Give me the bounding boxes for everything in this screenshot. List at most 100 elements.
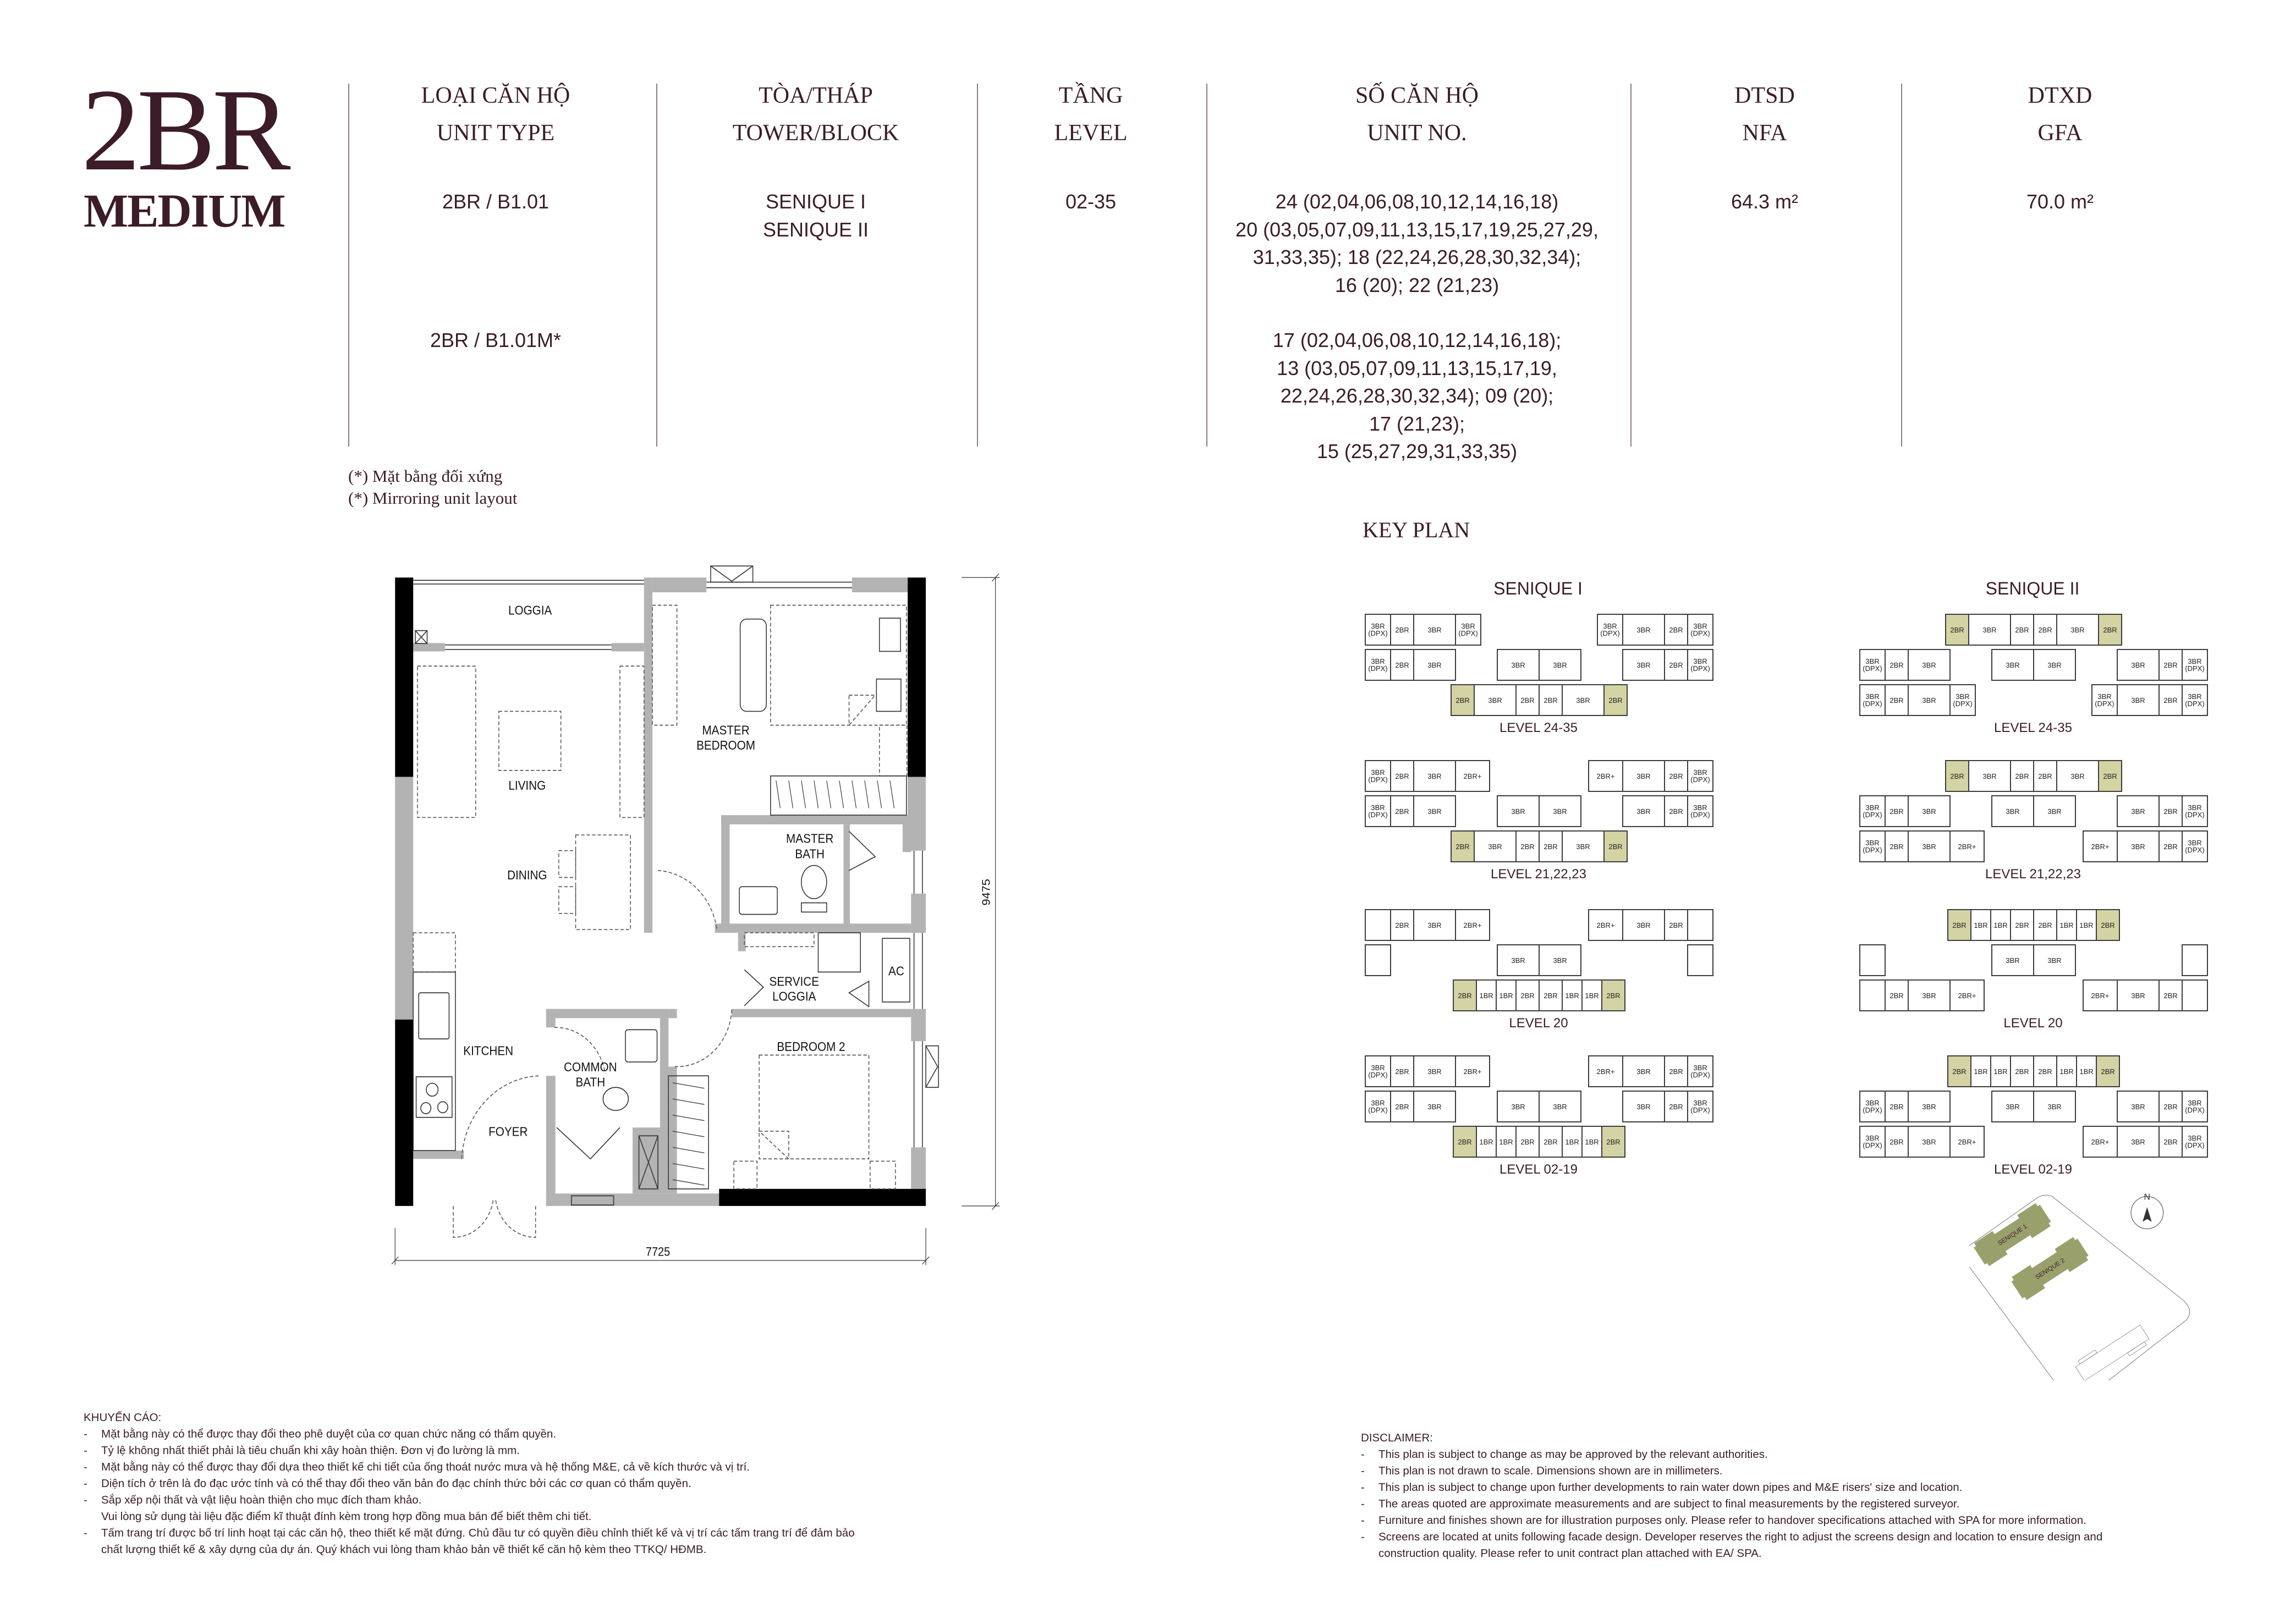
key-plan-unit: 3BR xyxy=(1622,1055,1665,1087)
key-plan-unit: 3BR xyxy=(1497,1091,1540,1122)
unit-type-value: 2BR / B1.01M* xyxy=(430,329,562,351)
key-plan-unit: 3BR (DPX) xyxy=(1687,1091,1713,1122)
header-en: LEVEL xyxy=(1054,120,1128,146)
unit-no-line: 24 (02,04,06,08,10,12,14,16,18) xyxy=(1275,190,1559,213)
disclaimer-text: chất lượng thiết kế & xây dựng của dự án… xyxy=(101,1543,707,1556)
key-plan-unit: 2BR xyxy=(2158,979,2183,1011)
key-plan-unit: 2BR xyxy=(2010,909,2034,941)
room-label-ac: AC xyxy=(888,964,904,978)
key-plan-unit: 3BR xyxy=(2033,795,2076,827)
key-plan-unit: 2BR xyxy=(1885,830,1909,862)
level-value: 02-35 xyxy=(1065,190,1117,213)
key-plan-unit: 2BR xyxy=(1390,909,1414,941)
key-plan-unit: 3BR xyxy=(2117,795,2160,827)
key-plan-unit: 3BR xyxy=(1497,944,1540,976)
room-label-kitchen: KITCHEN xyxy=(463,1044,513,1058)
room-label-master-bedroom: MASTER xyxy=(702,723,749,737)
key-plan-unit xyxy=(1687,909,1713,941)
site-map: SENIQUE 1 SENIQUE 2 N xyxy=(1969,1193,2190,1380)
unit-no-b101: 24 (02,04,06,08,10,12,14,16,18) 20 (03,0… xyxy=(1208,188,1626,299)
key-plan-unit: 2BR xyxy=(1539,979,1563,1011)
key-plan-unit: 1BR xyxy=(1496,979,1517,1011)
grey-walls xyxy=(395,577,926,1206)
key-plan-unit xyxy=(1859,944,1886,976)
key-plan-level-label: LEVEL 02-19 xyxy=(1994,1162,2072,1177)
key-plan-unit: 3BR xyxy=(1474,830,1517,862)
key-plan-unit: 2BR xyxy=(1664,1055,1688,1087)
key-plan-unit: 3BR xyxy=(2033,1091,2076,1122)
room-label-loggia: LOGGIA xyxy=(508,603,552,617)
key-plan-unit xyxy=(1859,979,1886,1011)
disclaimer-vietnamese: KHUYẾN CÁO: -Mặt bằng này có thể được th… xyxy=(84,1410,855,1558)
disclaimer-text: This plan is subject to change upon furt… xyxy=(1378,1481,1963,1494)
structural-walls xyxy=(395,577,926,1206)
dimension-lines xyxy=(391,574,1000,1265)
key-plan-unit: 2BR+ xyxy=(2083,1126,2118,1158)
unit-no-b101m: 17 (02,04,06,08,10,12,14,16,18); 13 (03,… xyxy=(1208,327,1626,466)
key-plan-unit-highlighted: 2BR xyxy=(2098,760,2122,792)
key-plan-unit: 3BR xyxy=(1562,830,1605,862)
key-plan-unit: 3BR (DPX) xyxy=(1365,760,1391,792)
unit-no-line: 22,24,26,28,30,32,34); 09 (20); xyxy=(1280,384,1554,407)
key-plan-unit: 1BR xyxy=(2076,909,2097,941)
key-plan-unit: 3BR (DPX) xyxy=(1949,684,1976,716)
disclaimer-text: Furniture and finishes shown are for ill… xyxy=(1378,1514,2086,1527)
key-plan-unit xyxy=(1365,909,1391,941)
header-vi: LOẠI CĂN HỘ xyxy=(421,83,570,108)
key-plan-unit: 3BR xyxy=(2117,830,2160,862)
key-plan-unit: 2BR+ xyxy=(1949,979,1985,1011)
key-plan-unit: 3BR xyxy=(1908,1091,1951,1122)
key-plan-unit: 3BR (DPX) xyxy=(2091,684,2118,716)
key-plan-unit: 1BR xyxy=(1476,1126,1497,1158)
key-plan-unit: 2BR xyxy=(1390,760,1414,792)
header-vi: TẦNG xyxy=(1058,83,1123,108)
key-plan-unit: 1BR xyxy=(1496,1126,1517,1158)
disclaimer-english: DISCLAIMER: -This plan is subject to cha… xyxy=(1361,1430,2102,1562)
key-plan-unit: 3BR xyxy=(1622,649,1665,681)
key-plan-unit: 1BR xyxy=(1990,909,2011,941)
disclaimer-item: -This plan is not drawn to scale. Dimens… xyxy=(1361,1463,2102,1479)
key-plan-unit: 3BR xyxy=(1622,1091,1665,1122)
disclaimer-text: The areas quoted are approximate measure… xyxy=(1378,1498,1960,1510)
nfa-value: 64.3 m² xyxy=(1731,190,1799,213)
unit-type-title: 2BR xyxy=(81,65,290,195)
key-plan-unit xyxy=(1365,944,1391,976)
disclaimer-text: Screens are located at units following f… xyxy=(1378,1531,2103,1543)
key-plan-unit: 3BR (DPX) xyxy=(1859,684,1886,716)
key-plan-unit: 3BR xyxy=(1413,614,1456,646)
column-divider xyxy=(656,84,657,447)
depth-dimension: 9475 xyxy=(980,879,992,905)
column-divider xyxy=(977,84,978,447)
wardrobe-hangers xyxy=(672,780,895,1186)
key-plan-unit: 3BR xyxy=(1539,795,1581,827)
key-plan-unit-highlighted: 2BR xyxy=(1945,614,1969,646)
key-plan-unit: 3BR xyxy=(1968,760,2011,792)
key-plan-unit: 3BR xyxy=(1908,979,1951,1011)
key-plan-unit: 3BR (DPX) xyxy=(1859,649,1886,681)
key-plan-unit: 3BR xyxy=(2117,684,2160,716)
building-senique-1: SENIQUE 1 xyxy=(1974,1203,2051,1267)
key-plan-unit-highlighted: 2BR xyxy=(2096,909,2120,941)
column-divider xyxy=(1630,84,1632,447)
key-plan-unit: 3BR xyxy=(1497,649,1540,681)
key-plan-unit: 3BR xyxy=(1539,649,1581,681)
key-plan-level-label: LEVEL 21,22,23 xyxy=(1491,867,1586,882)
key-plan-unit-highlighted: 2BR xyxy=(2098,614,2122,646)
disclaimer-item: -Furniture and finishes shown are for il… xyxy=(1361,1512,2102,1529)
key-plan-unit: 2BR xyxy=(1664,909,1688,941)
disclaimer-item: Vui lòng sử dụng tài liệu đặc điểm kĩ th… xyxy=(84,1509,855,1525)
disclaimer-title: DISCLAIMER: xyxy=(1361,1432,1433,1444)
key-plan-unit: 3BR xyxy=(2117,649,2160,681)
bullet-dash: - xyxy=(84,1461,87,1473)
key-plan-unit: 3BR xyxy=(1908,684,1951,716)
room-label-master-bath: MASTER xyxy=(786,832,833,846)
key-plan-unit: 2BR xyxy=(1390,1055,1414,1087)
key-plan-unit: 2BR xyxy=(1664,1091,1688,1122)
key-plan-unit: 1BR xyxy=(2056,909,2077,941)
